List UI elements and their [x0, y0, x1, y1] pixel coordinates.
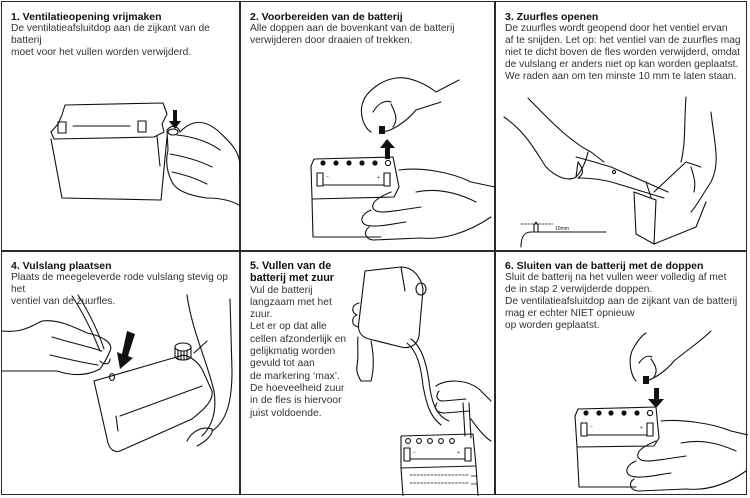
step-6-line: De ventilatieafsluitdop aan de zijkant v… — [505, 296, 738, 307]
hand-illustration — [629, 330, 712, 382]
minus-terminal-label: − — [413, 450, 416, 456]
step-5-line: Let er op dat alle — [250, 321, 327, 333]
step-4-panel: 4. Vulslang plaatsen Plaats de meegeleve… — [2, 251, 240, 496]
step-1-line: moet voor het vullen worden verwijderd. — [11, 47, 192, 58]
acid-bottle-illustration — [2, 294, 233, 453]
step-5-title: batterij met zuur — [250, 272, 334, 285]
hand-illustration — [680, 96, 717, 213]
step-5-line: de markering ‘max’. — [250, 370, 340, 382]
battery-illustration: − + — [574, 330, 748, 492]
step-6-line: Sluit de batterij na het vullen weer vol… — [505, 272, 727, 283]
step-4-line: Plaats de meegeleverde rode vulslang ste… — [11, 272, 228, 295]
plus-terminal-label: + — [640, 425, 643, 431]
arrow-down-icon — [117, 331, 135, 369]
grid-divider-horizontal — [2, 250, 746, 252]
step-3-line: We raden aan om ten minste 10 mm te late… — [505, 71, 737, 82]
minus-terminal-label: − — [590, 424, 593, 430]
step-3-line: niet te dicht boven de fles worden verwi… — [505, 47, 741, 58]
step-2-line: verwijderen door draaien of trekken. — [250, 35, 413, 46]
hand-illustration — [503, 97, 605, 180]
grid-divider-vertical-1 — [239, 2, 241, 494]
arrow-down-icon — [648, 388, 664, 408]
step-2-panel: 2. Voorbereiden van de batterij Alle dop… — [241, 2, 495, 250]
min-level-label: min — [471, 482, 477, 486]
step-3-line: de vulslang er anders niet op kan worden… — [505, 59, 739, 70]
hand-illustration — [434, 380, 492, 442]
step-6-title: 6. Sluiten van de batterij met de doppen — [505, 260, 704, 272]
step-1-line: De ventilatieafsluitdop aan de zijkant v… — [11, 23, 210, 46]
acid-bottle-illustration: − + max min — [352, 266, 492, 496]
scissors-illustration: 10mm — [503, 96, 717, 248]
battery-illustration — [50, 102, 240, 207]
step-6-panel: 6. Sluiten van de batterij met de doppen… — [496, 251, 748, 496]
step-6-line: de in stap 2 verwijderde doppen. — [505, 284, 653, 295]
hand-illustration — [2, 320, 112, 376]
step-2-title: 2. Voorbereiden van de batterij — [250, 11, 403, 23]
step-4-line: ventiel van de zuurfles. — [11, 296, 116, 307]
step-4-title: 4. Vulslang plaatsen — [11, 260, 112, 272]
arrow-up-icon — [380, 139, 395, 159]
step-5-panel: 5. Vullen van de batterij met zuur Vul d… — [241, 251, 495, 496]
arrow-down-icon — [169, 110, 181, 129]
step-5-line: cellen afzonderlijk en — [250, 333, 347, 345]
battery-illustration: − + — [310, 77, 495, 241]
step-5-line: in de fles is hiervoor — [250, 395, 342, 407]
step-5-line: De hoeveelheid zuur — [250, 382, 345, 394]
step-5-line: langzaam met het zuur. — [250, 296, 332, 321]
minus-terminal-label: − — [326, 174, 329, 180]
measure-label: 10mm — [555, 226, 569, 232]
hand-illustration — [626, 419, 748, 492]
hand-illustration — [360, 77, 460, 133]
step-5-text: 5. Vullen van de batterij met zuur Vul d… — [250, 260, 350, 420]
step-3-panel: 3. Zuurfles openen De zuurfles wordt geo… — [496, 2, 748, 250]
step-6-line: op worden geplaatst. — [505, 320, 600, 331]
step-5-title: 5. Vullen van de — [250, 260, 332, 272]
step-3-line: af te snijden. Let op: het ventiel van d… — [505, 35, 741, 46]
step-5-line: juist voldoende. — [250, 407, 322, 419]
step-3-text: 3. Zuurfles openen De zuurfles wordt geo… — [505, 11, 741, 83]
hand-illustration — [166, 121, 240, 207]
step-5-line: gelijkmatig worden — [250, 346, 336, 358]
step-2-line: Alle doppen aan de bovenkant van de batt… — [250, 23, 455, 34]
hand-illustration — [352, 302, 374, 382]
max-level-label: max — [471, 474, 478, 478]
hand-illustration — [361, 168, 495, 241]
plus-terminal-label: + — [377, 175, 380, 181]
step-2-text: 2. Voorbereiden van de batterij Alle dop… — [250, 11, 454, 47]
step-5-line: gevuld tot aan — [250, 358, 315, 370]
step-1-title: 1. Ventilatieopening vrijmaken — [11, 11, 162, 23]
step-4-text: 4. Vulslang plaatsen Plaats de meegeleve… — [11, 260, 240, 308]
grid-divider-vertical-2 — [494, 2, 496, 494]
plus-terminal-label: + — [457, 450, 460, 456]
step-6-line: mag er echter NIET opnieuw — [505, 308, 635, 319]
step-1-panel: 1. Ventilatieopening vrijmaken De ventil… — [2, 2, 240, 250]
hand-illustration — [186, 294, 233, 447]
step-5-line: Vul de batterij — [250, 284, 313, 296]
step-1-text: 1. Ventilatieopening vrijmaken De ventil… — [11, 11, 240, 59]
step-3-line: De zuurfles wordt geopend door het venti… — [505, 23, 728, 34]
step-3-title: 3. Zuurfles openen — [505, 11, 599, 23]
step-6-text: 6. Sluiten van de batterij met de doppen… — [505, 260, 737, 332]
